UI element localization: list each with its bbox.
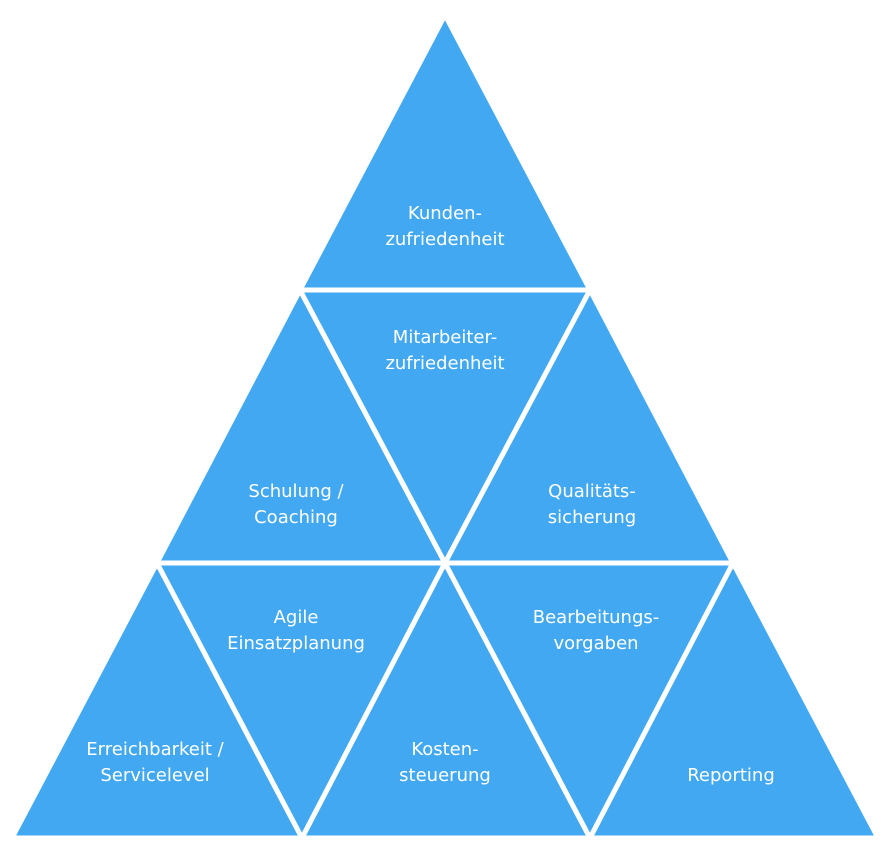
cell-erreichbarkeit: Erreichbarkeit / Servicelevel (7, 557, 307, 841)
label-mitarbeiterzufriedenheit-1: Mitarbeiter- (393, 327, 497, 348)
label-erreichbarkeit-1: Erreichbarkeit / (86, 739, 224, 760)
label-reporting-1: Reporting (687, 765, 775, 786)
cell-kundenzufriedenheit: Kunden- zufriedenheit (295, 9, 595, 293)
label-mitarbeiterzufriedenheit-2: zufriedenheit (385, 353, 504, 374)
label-bearbeitungsvorgaben-1: Bearbeitungs- (533, 607, 660, 628)
label-agile-einsatzplanung-2: Einsatzplanung (227, 633, 365, 654)
label-kostensteuerung-2: steuerung (399, 765, 491, 786)
label-agile-einsatzplanung-1: Agile (274, 607, 319, 628)
label-schulung-coaching-1: Schulung / (248, 481, 344, 502)
label-schulung-coaching-2: Coaching (254, 507, 338, 528)
label-qualitaetssicherung-2: sicherung (548, 507, 636, 528)
label-kundenzufriedenheit-1: Kunden- (408, 203, 482, 224)
label-erreichbarkeit-2: Servicelevel (100, 765, 209, 786)
triangle-reporting (585, 557, 883, 841)
cell-reporting: Reporting (585, 557, 883, 841)
label-bearbeitungsvorgaben-2: vorgaben (553, 633, 638, 654)
label-qualitaetssicherung-1: Qualitäts- (548, 481, 636, 502)
label-kundenzufriedenheit-2: zufriedenheit (385, 229, 504, 250)
label-kostensteuerung-1: Kosten- (411, 739, 478, 760)
cell-qualitaetssicherung: Qualitäts- sicherung (440, 284, 738, 566)
cell-bearbeitungsvorgaben: Bearbeitungs- vorgaben (440, 560, 738, 844)
